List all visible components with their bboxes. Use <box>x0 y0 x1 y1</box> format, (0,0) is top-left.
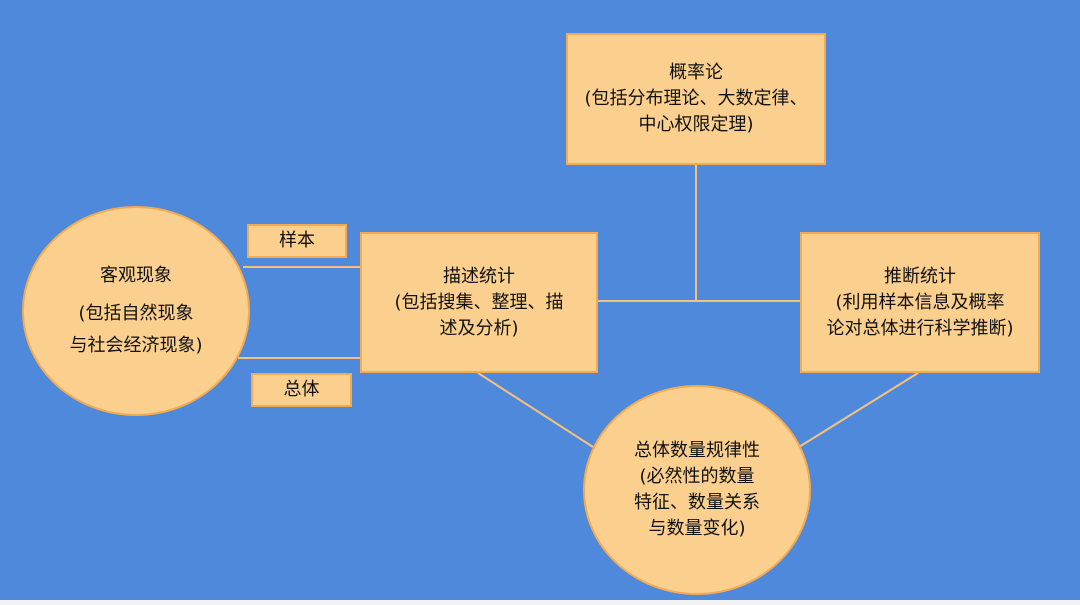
probability-theory-detail-1: (包括分布理论、大数定律、 <box>584 88 808 109</box>
population-label: 总体 <box>251 373 352 407</box>
population-law-detail-1: (必然性的数量 <box>639 466 755 487</box>
objective-phenomena-detail-1: (包括自然现象 <box>78 303 194 324</box>
probability-theory-title: 概率论 <box>669 62 723 83</box>
objective-phenomena-title: 客观现象 <box>100 265 172 286</box>
inferential-statistics-box: 推断统计 (利用样本信息及概率 论对总体进行科学推断) <box>800 232 1040 373</box>
connector-descriptive-law <box>477 372 594 448</box>
probability-theory-detail-2: 中心权限定理) <box>638 114 754 135</box>
population-law-detail-2: 特征、数量关系 <box>634 492 760 513</box>
inferential-statistics-detail-2: 论对总体进行科学推断) <box>826 317 1014 339</box>
sample-label: 样本 <box>247 224 347 258</box>
connector-inferential-law <box>798 372 919 448</box>
inferential-statistics-detail-1: (利用样本信息及概率 <box>835 291 1005 313</box>
inferential-statistics-title: 推断统计 <box>884 265 956 287</box>
descriptive-statistics-detail-1: (包括搜集、整理、描 <box>394 291 564 313</box>
descriptive-statistics-title: 描述统计 <box>443 265 515 287</box>
descriptive-statistics-detail-2: 述及分析) <box>439 317 519 339</box>
population-law-detail-3: 与数量变化) <box>648 518 746 539</box>
population-law-ellipse: 总体数量规律性 (必然性的数量 特征、数量关系 与数量变化) <box>583 385 811 595</box>
objective-phenomena-detail-2: 与社会经济现象) <box>69 335 203 356</box>
descriptive-statistics-box: 描述统计 (包括搜集、整理、描 述及分析) <box>360 232 598 373</box>
probability-theory-box: 概率论 (包括分布理论、大数定律、 中心权限定理) <box>566 33 826 165</box>
objective-phenomena-ellipse: 客观现象 (包括自然现象 与社会经济现象) <box>22 206 250 416</box>
population-law-title: 总体数量规律性 <box>634 440 760 461</box>
bottom-strip <box>0 600 1080 605</box>
